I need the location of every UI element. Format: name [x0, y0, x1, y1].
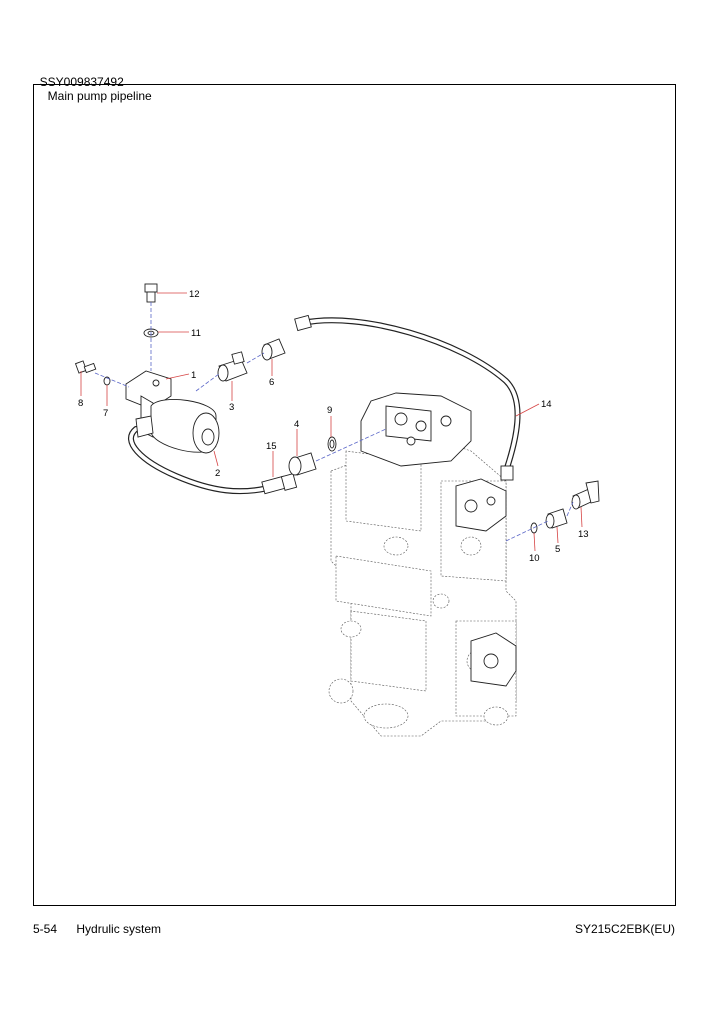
pump-regulator-block [360, 392, 517, 687]
machine-model: SY215C2EBK(EU) [574, 922, 675, 936]
callout-3: 3 [229, 402, 234, 413]
exploded-parts-diagram: 12 11 1 8 7 3 6 2 4 9 15 14 10 5 13 [74, 283, 600, 737]
callout-1: 1 [191, 370, 196, 381]
hose-14 [294, 314, 521, 481]
assembly-axes [94, 302, 574, 542]
page-number: 5-54 [33, 922, 58, 936]
adapter-4 [288, 452, 317, 476]
callout-11: 11 [191, 328, 201, 339]
callout-4: 4 [294, 419, 299, 430]
section-name: Hydrulic system [76, 922, 162, 936]
bolt-12 [144, 283, 158, 303]
adapter-5 [545, 508, 568, 529]
callout-15: 15 [266, 441, 277, 452]
page-header: SSY009837492 Main pump pipeline [33, 61, 152, 103]
filter-element-2 [135, 399, 220, 454]
diagram-frame: 12 11 1 8 7 3 6 2 4 9 15 14 10 5 13 [33, 84, 676, 906]
callout-6: 6 [269, 377, 274, 388]
tee-fitting-3 [217, 351, 248, 382]
callout-13: 13 [578, 529, 589, 540]
bolt-8 [74, 360, 97, 374]
adapter-6 [261, 338, 286, 361]
elbow-13 [571, 480, 600, 510]
callout-2: 2 [215, 468, 220, 479]
callout-9: 9 [327, 405, 332, 416]
callout-10: 10 [529, 553, 540, 564]
callout-14: 14 [541, 399, 552, 410]
page-footer-left: 5-54 Hydrulic system [33, 922, 161, 936]
leader-lines [80, 292, 583, 552]
page-title: Main pump pipeline [47, 89, 152, 103]
callout-7: 7 [103, 408, 108, 419]
o-ring-9 [327, 436, 337, 452]
callout-12: 12 [189, 289, 200, 300]
callout-8: 8 [78, 398, 83, 409]
hose-15 [128, 426, 298, 495]
part-number: SSY009837492 [39, 75, 124, 89]
callout-5: 5 [555, 544, 560, 555]
callouts: 12 11 1 8 7 3 6 2 4 9 15 14 10 5 13 [78, 289, 589, 564]
